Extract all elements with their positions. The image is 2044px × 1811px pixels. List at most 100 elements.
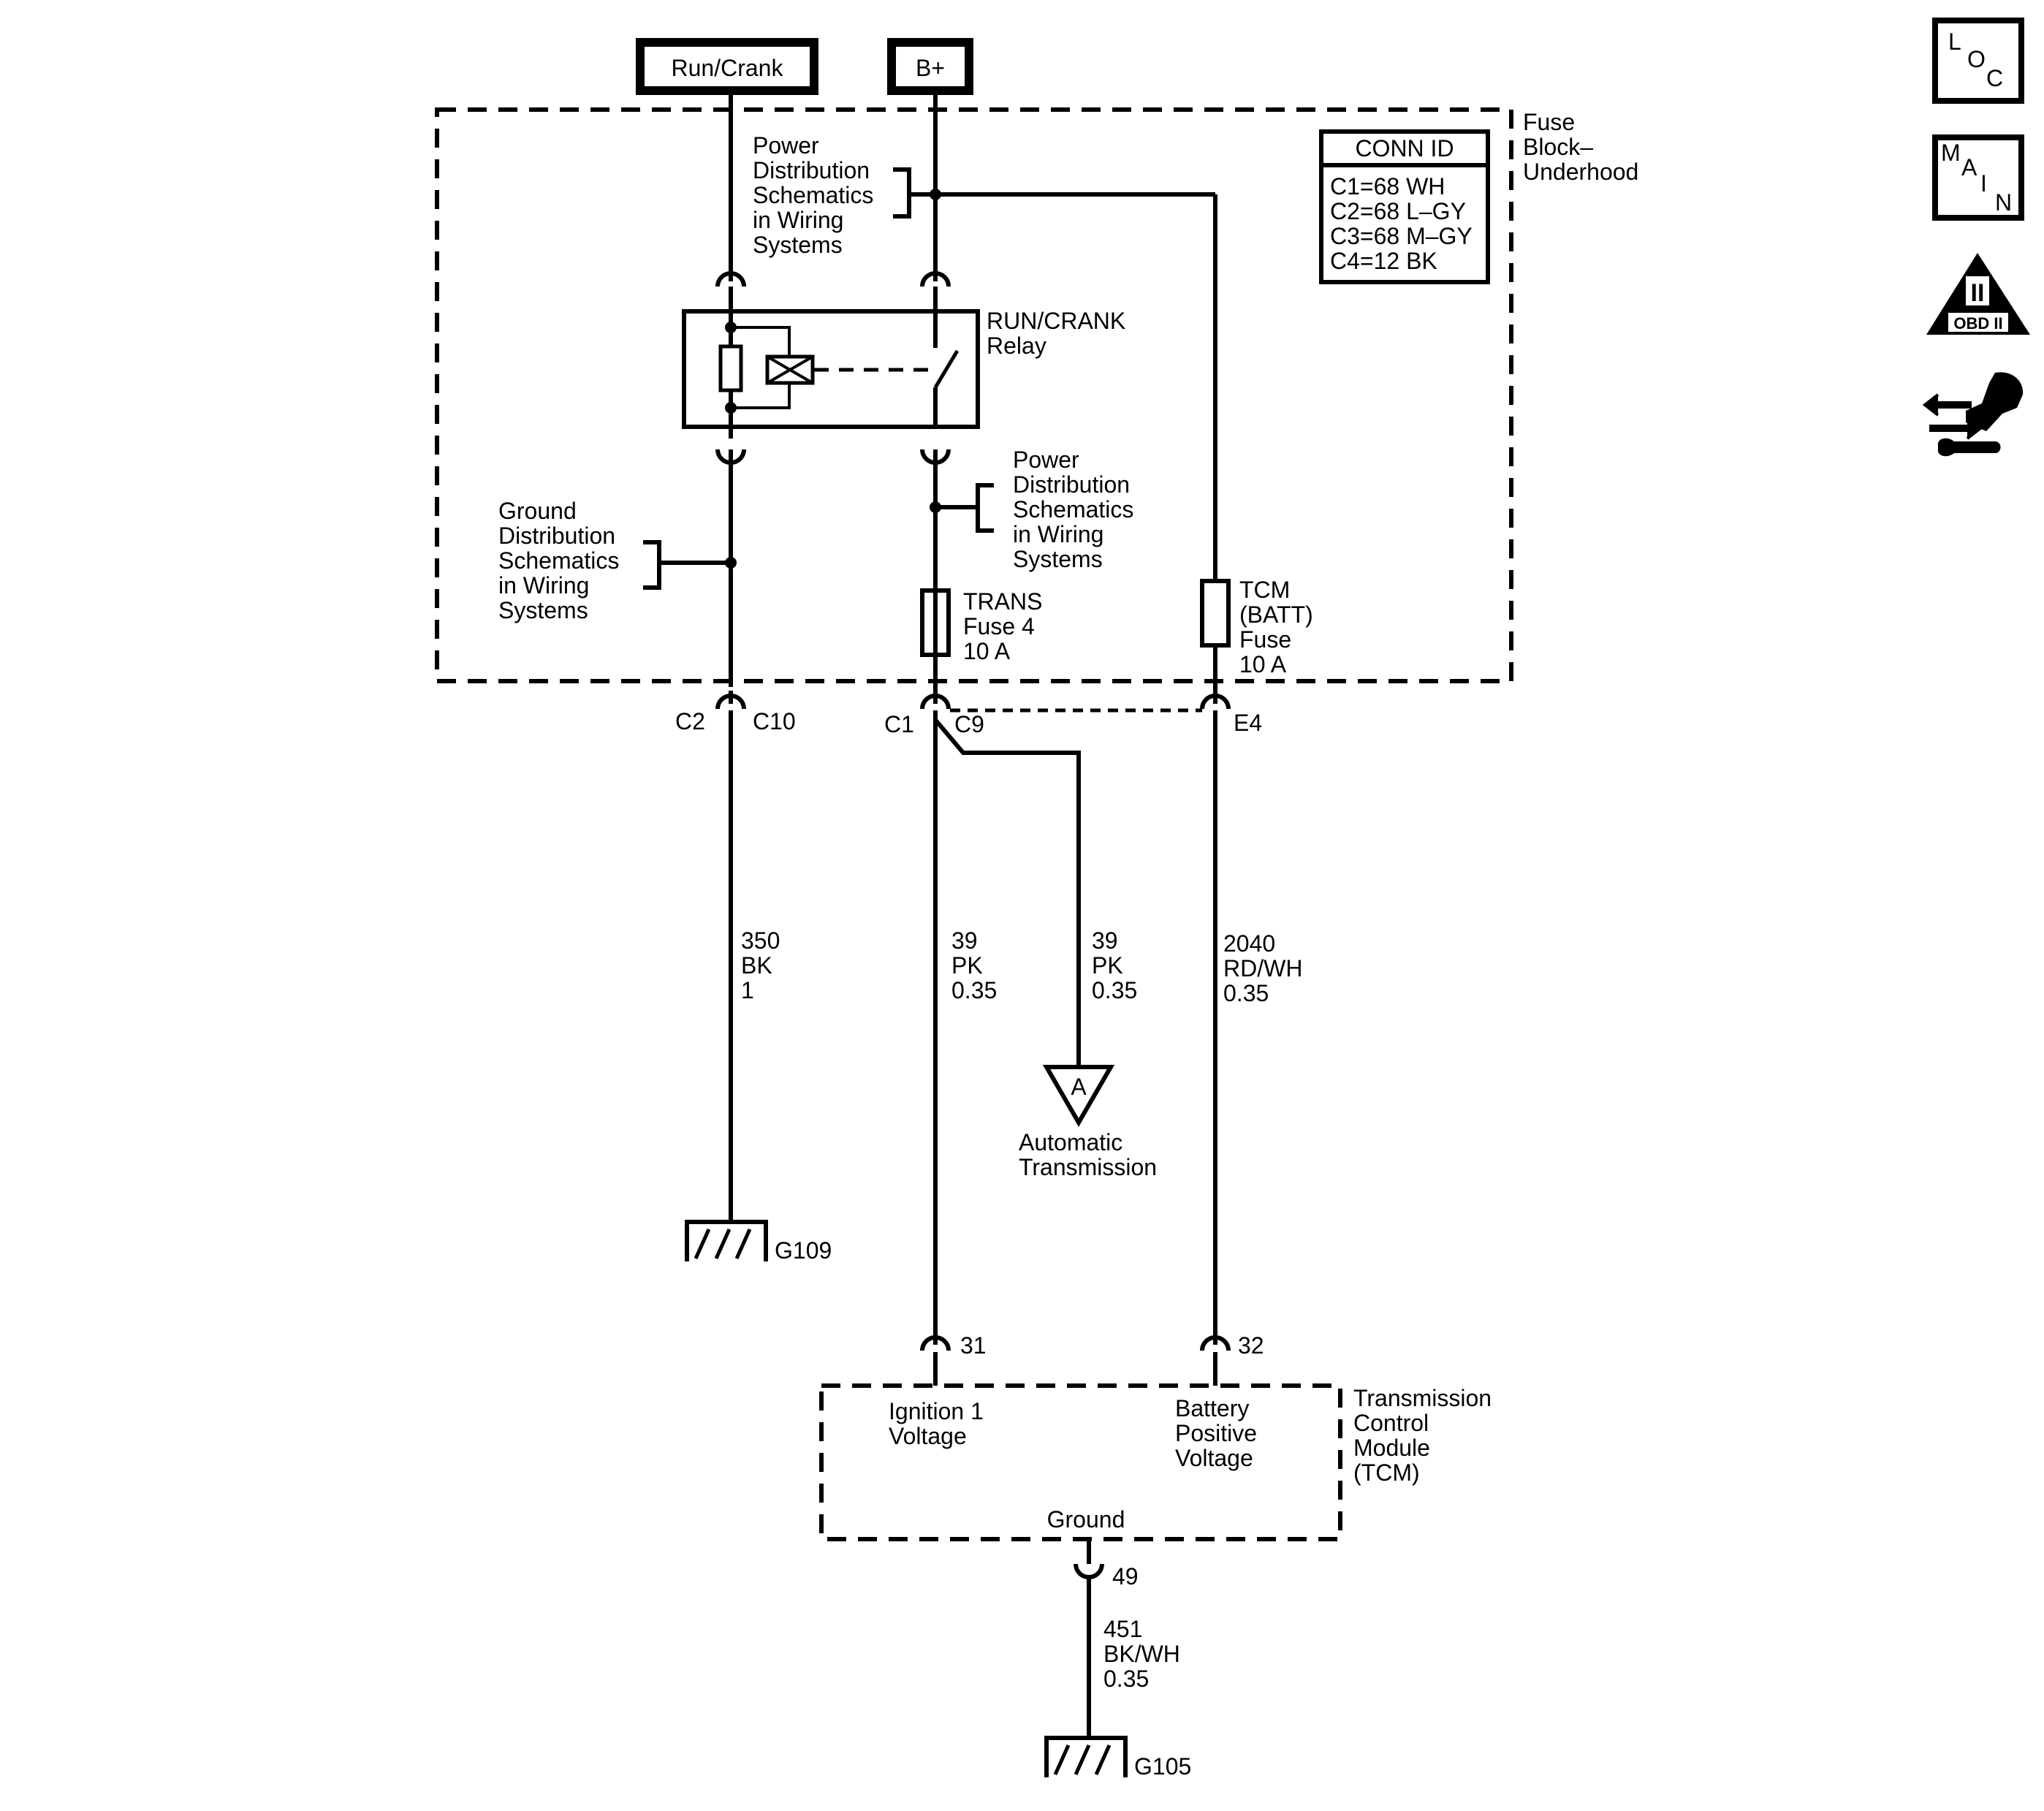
svg-text:A: A xyxy=(1071,1074,1087,1100)
svg-text:1: 1 xyxy=(741,977,754,1003)
svg-text:Distribution: Distribution xyxy=(753,157,870,183)
svg-text:49: 49 xyxy=(1112,1563,1139,1590)
ground-g109: G109 xyxy=(685,1220,832,1264)
svg-text:10 A: 10 A xyxy=(963,638,1011,664)
svg-text:Module: Module xyxy=(1353,1435,1430,1461)
svg-text:Underhood: Underhood xyxy=(1523,159,1638,185)
conn-id-row: C2=68 L–GY xyxy=(1330,198,1466,224)
svg-text:Control: Control xyxy=(1353,1410,1429,1436)
run-crank-relay: RUN/CRANK Relay xyxy=(682,308,1125,429)
svg-text:I: I xyxy=(1980,170,1987,197)
svg-text:C9: C9 xyxy=(954,711,984,737)
svg-text:Ground: Ground xyxy=(498,498,577,524)
run-crank-label: Run/Crank xyxy=(672,55,784,81)
main-icon[interactable]: M A I N xyxy=(1932,134,2024,221)
relay-resistor xyxy=(718,344,743,392)
obd-ii-icon[interactable]: II OBD II xyxy=(1926,253,2030,335)
svg-text:Transmission: Transmission xyxy=(1353,1385,1492,1411)
ignition-voltage-label: Voltage xyxy=(889,1423,967,1449)
svg-text:Schematics: Schematics xyxy=(753,182,873,208)
svg-text:32: 32 xyxy=(1238,1332,1264,1359)
svg-text:Power: Power xyxy=(753,132,819,159)
diagnostic-tool-icon[interactable] xyxy=(1922,372,2024,457)
connector-labels: C2 C10 C1 C9 E4 xyxy=(675,708,1262,737)
relay-label: RUN/CRANK xyxy=(987,308,1125,334)
svg-text:O: O xyxy=(1967,46,1986,72)
conn-id-row: C4=12 BK xyxy=(1330,248,1437,274)
svg-text:TRANS: TRANS xyxy=(963,588,1042,615)
svg-text:Schematics: Schematics xyxy=(498,547,619,574)
fuse-block-border xyxy=(435,107,1513,683)
loc-icon[interactable]: L O C xyxy=(1932,18,2024,104)
conn-id-table: CONN ID C1=68 WH C2=68 L–GY C3=68 M–GY C… xyxy=(1319,129,1490,284)
svg-text:E4: E4 xyxy=(1234,710,1262,736)
svg-text:L: L xyxy=(1948,29,1961,55)
fuse-block-label: Fuse Block– Underhood xyxy=(1523,109,1638,185)
svg-text:Distribution: Distribution xyxy=(498,523,615,549)
svg-text:0.35: 0.35 xyxy=(951,977,997,1003)
svg-text:10 A: 10 A xyxy=(1239,651,1287,677)
tcm-ground-circuit: 49 451 BK/WH 0.35 xyxy=(1074,1539,1180,1738)
svg-text:350: 350 xyxy=(741,927,780,954)
svg-text:Automatic: Automatic xyxy=(1019,1129,1122,1155)
svg-text:BK: BK xyxy=(741,952,772,979)
battery-voltage-label: Voltage xyxy=(1175,1445,1253,1471)
conn-id-title: CONN ID xyxy=(1355,135,1454,162)
svg-text:C2: C2 xyxy=(675,708,705,734)
svg-text:Systems: Systems xyxy=(753,232,843,258)
wire-39b-label: 39 PK 0.35 xyxy=(1092,927,1137,1003)
svg-text:Block–: Block– xyxy=(1523,134,1593,160)
tcm-ground-label: Ground xyxy=(1047,1506,1125,1533)
svg-text:in Wiring: in Wiring xyxy=(498,572,589,599)
battery-voltage-label: Battery xyxy=(1175,1395,1249,1421)
svg-text:Power: Power xyxy=(1013,447,1079,473)
svg-text:II: II xyxy=(1971,279,1985,307)
svg-text:451: 451 xyxy=(1103,1616,1142,1642)
g109-label: G109 xyxy=(775,1237,832,1264)
svg-text:0.35: 0.35 xyxy=(1092,977,1137,1003)
wire-350-label: 350 BK 1 xyxy=(741,927,780,1003)
ground-g105: G105 xyxy=(1044,1736,1191,1780)
svg-text:Distribution: Distribution xyxy=(1013,471,1130,498)
svg-text:0.35: 0.35 xyxy=(1223,980,1269,1006)
svg-text:RD/WH: RD/WH xyxy=(1223,955,1302,982)
tcm-fuse-label: TCM (BATT) Fuse 10 A xyxy=(1239,577,1313,677)
connector-terminal xyxy=(715,271,746,287)
svg-text:Fuse 4: Fuse 4 xyxy=(963,613,1035,639)
svg-text:C: C xyxy=(1986,65,2003,91)
svg-text:(TCM): (TCM) xyxy=(1353,1459,1420,1486)
svg-text:31: 31 xyxy=(960,1332,987,1359)
svg-text:C1: C1 xyxy=(884,711,914,737)
svg-text:Systems: Systems xyxy=(498,597,588,623)
svg-text:C10: C10 xyxy=(753,708,796,734)
connector-terminal xyxy=(920,271,951,287)
tcm-module-border xyxy=(819,1383,1342,1541)
wire-2040-label: 2040 RD/WH 0.35 xyxy=(1223,930,1302,1006)
conn-id-row: C3=68 M–GY xyxy=(1330,223,1473,249)
ground-distribution-ref: Ground Distribution Schematics in Wiring… xyxy=(498,498,731,623)
b-plus-source: B+ xyxy=(887,38,973,95)
svg-text:M: M xyxy=(1941,140,1961,166)
power-distribution-ref-mid: Power Distribution Schematics in Wiring … xyxy=(935,447,1133,572)
b-plus-circuit xyxy=(920,91,1215,1345)
svg-text:PK: PK xyxy=(951,952,983,979)
svg-text:0.35: 0.35 xyxy=(1103,1666,1149,1692)
svg-text:Schematics: Schematics xyxy=(1013,496,1133,523)
tcm-fuse-symbol xyxy=(1200,579,1231,648)
tcm-pin-labels: Ignition 1 Voltage Battery Positive Volt… xyxy=(889,1395,1257,1533)
svg-text:TCM: TCM xyxy=(1239,577,1290,603)
svg-text:Fuse: Fuse xyxy=(1239,626,1291,653)
connector-e4 xyxy=(1200,694,1231,710)
connector-c1-c9 xyxy=(920,694,951,710)
battery-voltage-label: Positive xyxy=(1175,1420,1257,1446)
svg-text:OBD II: OBD II xyxy=(1953,314,2002,333)
tcm-module-label: Transmission Control Module (TCM) xyxy=(1353,1385,1492,1486)
trans-fuse-label: TRANS Fuse 4 10 A xyxy=(963,588,1042,664)
svg-text:Transmission: Transmission xyxy=(1019,1154,1157,1180)
svg-text:(BATT): (BATT) xyxy=(1239,601,1313,628)
run-crank-circuit xyxy=(715,91,746,1222)
svg-text:BK/WH: BK/WH xyxy=(1103,1641,1180,1667)
tcm-batt-circuit xyxy=(1200,194,1231,1345)
svg-text:2040: 2040 xyxy=(1223,930,1275,957)
